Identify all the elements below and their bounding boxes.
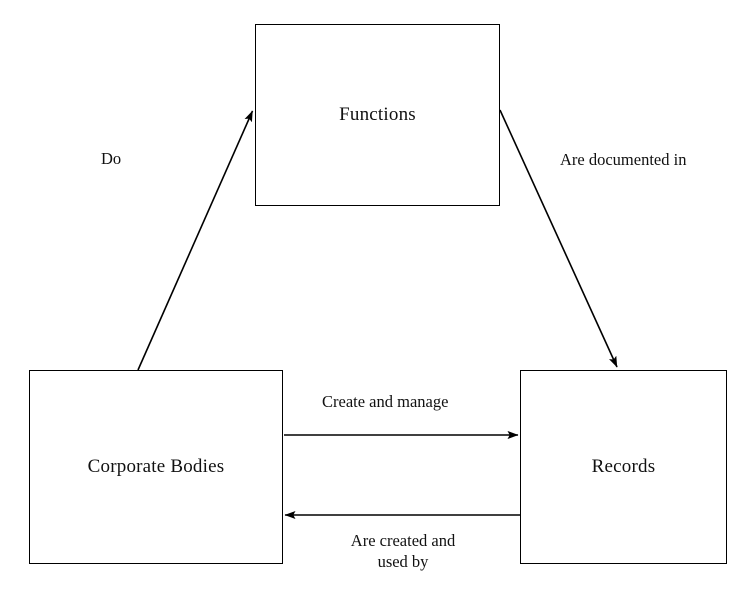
edge-label-are-documented-in: Are documented in <box>560 150 687 169</box>
edge-line-are-documented-in <box>499 109 618 368</box>
node-records[interactable]: Records <box>520 370 727 564</box>
node-functions[interactable]: Functions <box>255 24 500 206</box>
edge-label-create-and-manage: Create and manage <box>322 392 449 411</box>
node-records-label: Records <box>591 456 656 478</box>
edge-label-line-2: used by <box>377 551 429 571</box>
edge-label-are-created-and-used-by: Are created and used by <box>338 531 468 572</box>
node-corporate-bodies[interactable]: Corporate Bodies <box>29 370 283 564</box>
node-functions-label: Functions <box>339 104 416 126</box>
edge-line-do <box>137 110 254 371</box>
edge-label-line-1: Are created and <box>350 531 456 550</box>
edge-label-do: Do <box>101 149 122 168</box>
node-corporate-bodies-label: Corporate Bodies <box>87 456 225 478</box>
